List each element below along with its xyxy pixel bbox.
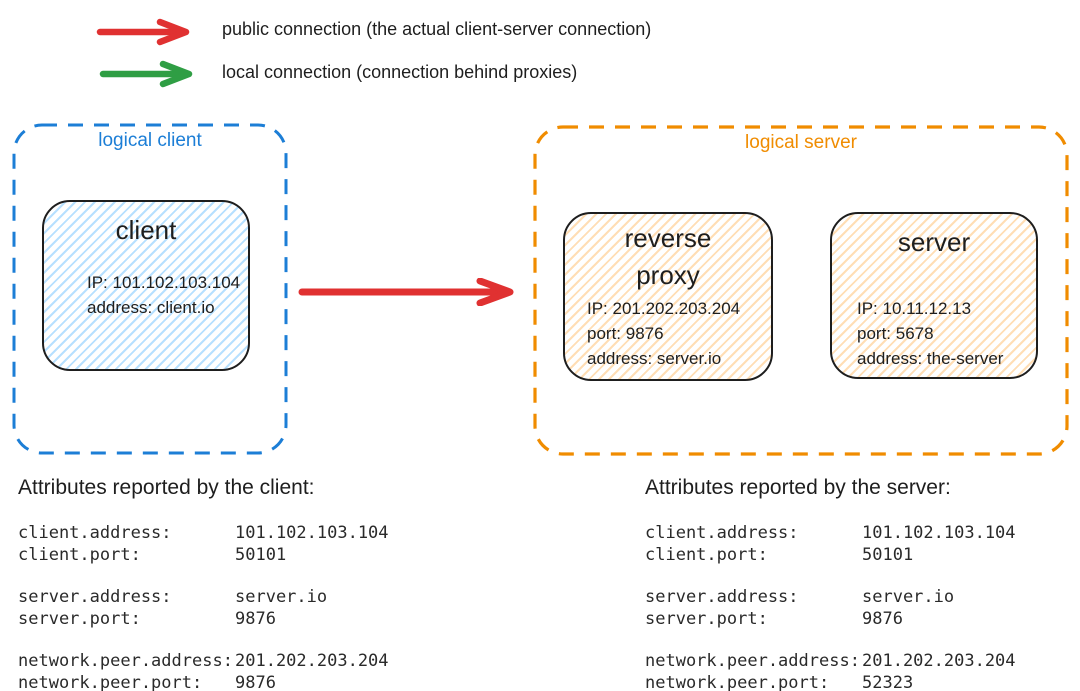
attribute-value: server.io bbox=[235, 587, 328, 607]
server-node: server IP: 10.11.12.13 port: 5678 addres… bbox=[830, 212, 1038, 379]
attribute-key: network.peer.port: bbox=[645, 673, 830, 691]
server-ip: IP: 10.11.12.13 bbox=[857, 299, 972, 318]
attribute-value: 201.202.203.204 bbox=[235, 651, 389, 671]
reverse-proxy-node: reverse proxy IP: 201.202.203.204 port: … bbox=[563, 212, 773, 381]
attribute-row: server.port: 9876 bbox=[645, 608, 1016, 630]
client-attributes-list: client.address: 101.102.103.104 client.p… bbox=[18, 522, 389, 691]
logical-client-group: logical client client IP: 101.102.103.10… bbox=[12, 123, 288, 455]
client-server-connection-arrow-icon bbox=[298, 278, 514, 306]
public-connection-legend-label: public connection (the actual client-ser… bbox=[222, 19, 652, 39]
client-attributes-title: Attributes reported by the client: bbox=[18, 476, 315, 499]
server-attributes-title: Attributes reported by the server: bbox=[645, 476, 951, 499]
attribute-key: server.address: bbox=[18, 587, 172, 607]
server-address: address: the-server bbox=[857, 349, 1004, 368]
logical-server-group: logical server reverse proxy IP: 201.202… bbox=[533, 125, 1069, 456]
attribute-value: 50101 bbox=[862, 545, 914, 565]
client-node: client IP: 101.102.103.104 address: clie… bbox=[42, 200, 250, 371]
attribute-value: 101.102.103.104 bbox=[862, 523, 1016, 543]
attribute-key: network.peer.address: bbox=[645, 651, 860, 671]
public-connection-arrow-icon bbox=[96, 18, 190, 46]
attribute-value: 201.202.203.204 bbox=[862, 651, 1016, 671]
attribute-key: network.peer.port: bbox=[18, 673, 203, 691]
server-attributes-block: Attributes reported by the server: clien… bbox=[645, 472, 1016, 691]
attribute-row: network.peer.address: 201.202.203.204 bbox=[645, 650, 1016, 672]
reverse-proxy-port: port: 9876 bbox=[587, 324, 664, 343]
logical-client-dashed-border bbox=[12, 123, 288, 455]
attribute-row: client.port: 50101 bbox=[645, 544, 1016, 566]
server-attributes-list: client.address: 101.102.103.104 client.p… bbox=[645, 522, 1016, 691]
attribute-key: client.address: bbox=[18, 523, 172, 543]
attribute-key: network.peer.address: bbox=[18, 651, 233, 671]
attribute-key: server.port: bbox=[645, 609, 768, 629]
client-attributes-block: Attributes reported by the client: clien… bbox=[18, 472, 389, 691]
attribute-key: server.port: bbox=[18, 609, 141, 629]
attribute-key: client.port: bbox=[645, 545, 768, 565]
attribute-value: 52323 bbox=[862, 673, 914, 691]
logical-server-dashed-border bbox=[533, 125, 1069, 456]
attribute-value: 9876 bbox=[235, 609, 276, 629]
attribute-row: client.address: 101.102.103.104 bbox=[645, 522, 1016, 544]
attribute-value: server.io bbox=[862, 587, 955, 607]
client-address: address: client.io bbox=[87, 298, 215, 317]
attribute-key: client.address: bbox=[645, 523, 799, 543]
reverse-proxy-node-title: reverse proxy bbox=[624, 223, 712, 290]
logical-client-label: logical client bbox=[98, 130, 202, 151]
attribute-row: server.address: server.io bbox=[645, 586, 1016, 608]
attribute-value: 9876 bbox=[862, 609, 903, 629]
client-node-title: client bbox=[115, 215, 177, 245]
local-connection-legend-label: local connection (connection behind prox… bbox=[222, 62, 578, 82]
server-port: port: 5678 bbox=[857, 324, 934, 343]
attribute-row: server.port: 9876 bbox=[18, 608, 389, 630]
client-ip: IP: 101.102.103.104 bbox=[87, 273, 241, 292]
local-connection-arrow-icon bbox=[99, 60, 193, 88]
attribute-row: network.peer.port: 9876 bbox=[18, 672, 389, 691]
attribute-value: 9876 bbox=[235, 673, 276, 691]
attribute-row: network.peer.address: 201.202.203.204 bbox=[18, 650, 389, 672]
server-node-title: server bbox=[897, 227, 971, 257]
attribute-value: 101.102.103.104 bbox=[235, 523, 389, 543]
attribute-row: client.address: 101.102.103.104 bbox=[18, 522, 389, 544]
reverse-proxy-ip: IP: 201.202.203.204 bbox=[587, 299, 741, 318]
attribute-row: client.port: 50101 bbox=[18, 544, 389, 566]
attribute-row: server.address: server.io bbox=[18, 586, 389, 608]
attribute-value: 50101 bbox=[235, 545, 287, 565]
reverse-proxy-address: address: server.io bbox=[587, 349, 722, 368]
reverse-proxy-node-details: IP: 201.202.203.204 port: 9876 address: … bbox=[587, 296, 740, 371]
attribute-row: network.peer.port: 52323 bbox=[645, 672, 1016, 691]
attribute-key: server.address: bbox=[645, 587, 799, 607]
client-node-details: IP: 101.102.103.104 address: client.io bbox=[87, 270, 240, 320]
server-node-details: IP: 10.11.12.13 port: 5678 address: the-… bbox=[857, 296, 1003, 371]
attribute-key: client.port: bbox=[18, 545, 141, 565]
logical-server-label: logical server bbox=[745, 132, 857, 153]
